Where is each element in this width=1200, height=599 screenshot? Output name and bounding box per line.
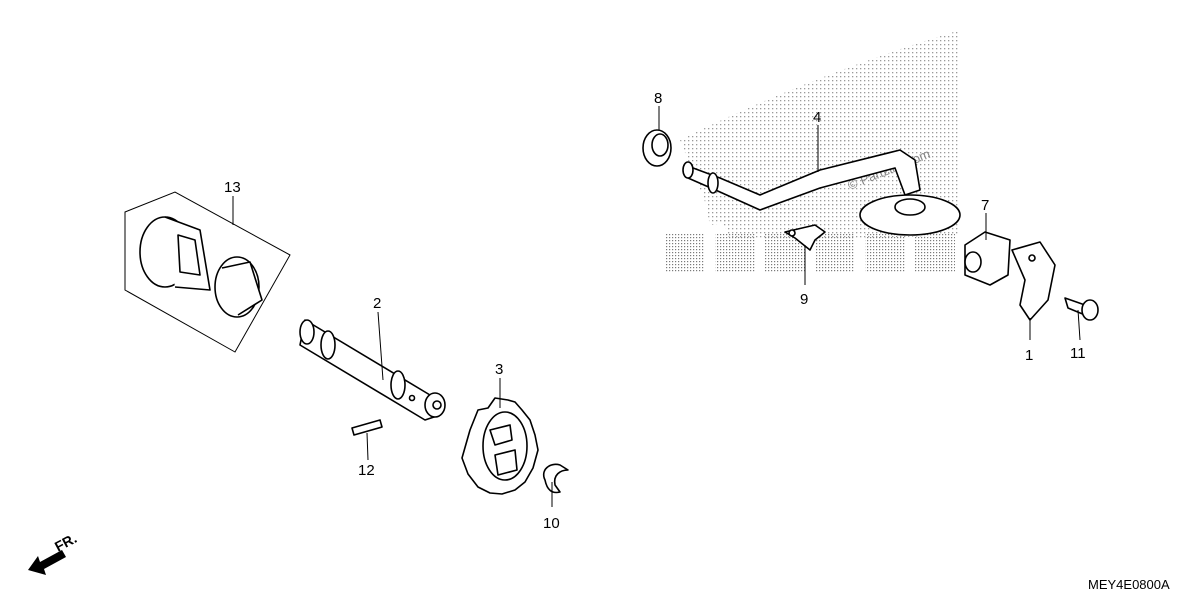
direction-label: FR. [52,530,79,555]
callout-9: 9 [800,291,808,308]
part-8-grommet [642,129,672,167]
part-13-rotor-set [124,191,291,353]
callout-11: 11 [1070,345,1086,362]
leader-12 [366,432,369,461]
callout-8: 8 [654,90,662,107]
front-direction-indicator: FR. [28,530,79,575]
callout-1: 1 [1025,347,1033,364]
drawing-code: MEY4E0800A [1088,577,1170,592]
callout-13: 13 [224,179,241,196]
part-7-mount [964,231,1011,286]
callout-10: 10 [543,515,560,532]
leader-11 [1077,309,1081,341]
part-1-plate [1011,241,1056,321]
callout-3: 3 [495,361,503,378]
logo-text: HONDA [668,232,815,276]
part-11-bolt [1064,297,1099,321]
part-3-sprocket [461,397,539,495]
part-12-pin [351,419,383,436]
part-2-shaft [299,319,446,421]
callout-7: 7 [981,197,989,214]
leader-2 [377,311,384,381]
callout-4: 4 [813,109,821,126]
callout-2: 2 [373,295,381,312]
part-9-clamp [784,224,826,251]
part-10-clip [542,463,569,494]
part-4-strainer [682,149,961,236]
callout-12: 12 [358,462,375,479]
